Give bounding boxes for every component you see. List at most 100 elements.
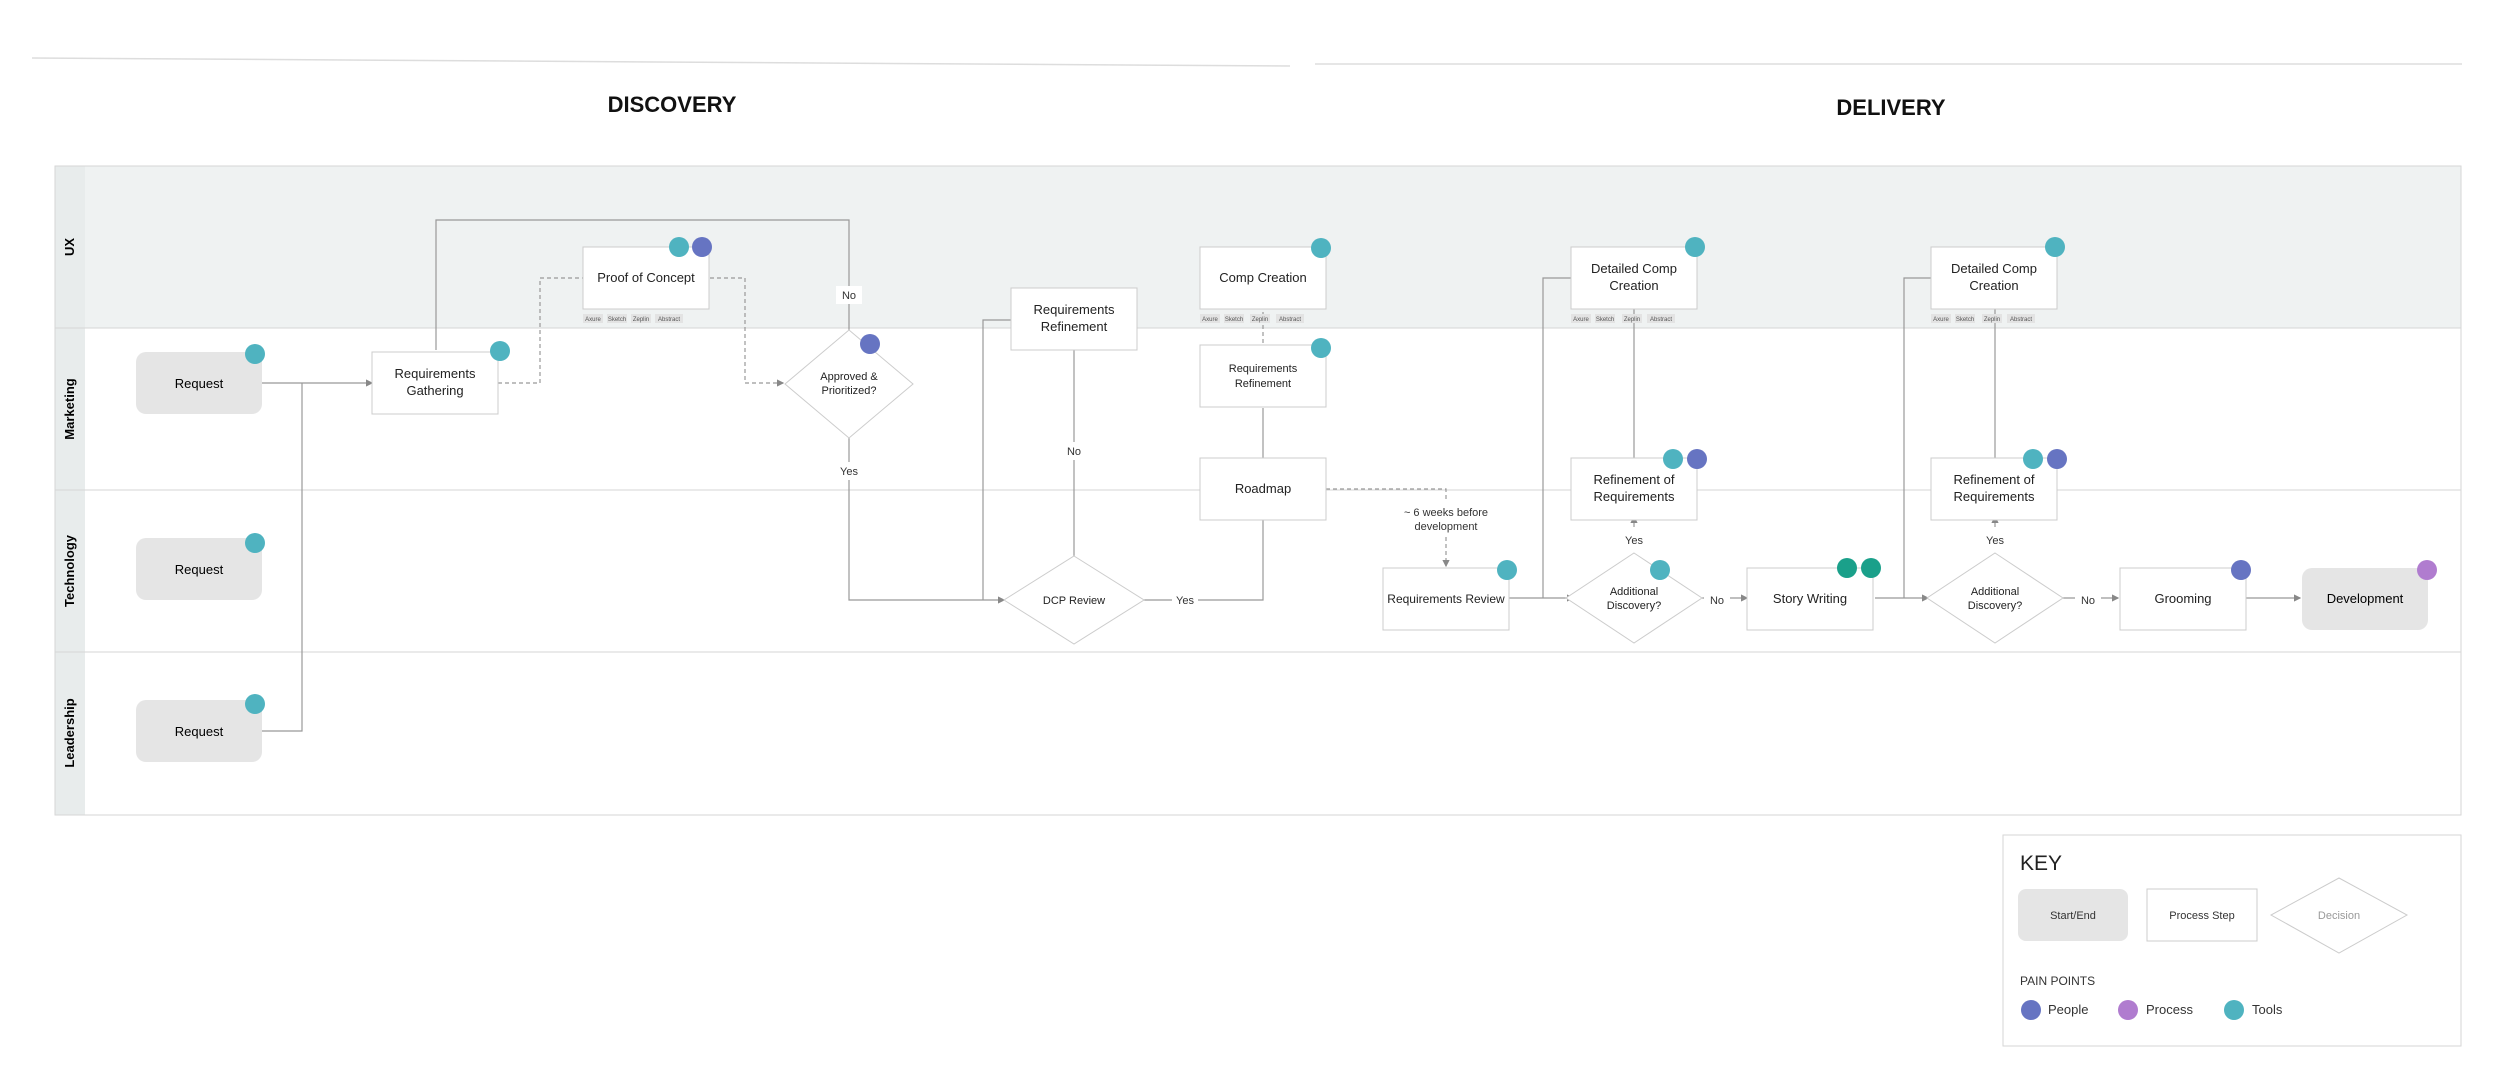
people-pain-point-dot[interactable] [2231,560,2251,580]
pain-point-markers [245,237,2437,714]
people-pain-point-dot[interactable] [692,237,712,257]
node-label: Request [175,376,224,391]
node-label-line2: Requirements [1594,489,1675,504]
tools-pain-point-dot[interactable] [245,694,265,714]
requirements-refinement-2-node[interactable]: Requirements Refinement [1199,344,1327,408]
discovery-divider [31,57,1291,67]
additional-discovery-2-decision[interactable]: Additional Discovery? [1926,552,2064,644]
request-leadership-node[interactable]: Request [136,700,262,762]
request-technology-node[interactable]: Request [136,538,262,600]
edge-label-yes: Yes [1986,535,2004,547]
connector [262,383,303,732]
label-bg [1384,500,1508,536]
requirements-refinement-1-node[interactable]: Requirements Refinement [1010,287,1138,351]
tools-pain-point-dot[interactable] [245,533,265,553]
tools-pain-point-dot[interactable] [2023,449,2043,469]
tool-tags-proof-of-concept: Axure Sketch Zeplin Abstract [583,314,683,323]
node-shape [1570,246,1698,310]
connector [848,438,1006,604]
node-label: Request [175,724,224,739]
tools-pain-point-dot[interactable] [2045,237,2065,257]
node-label: DCP Review [1043,595,1105,607]
people-pain-point-dot[interactable] [860,334,880,354]
tool-tag [631,314,651,323]
development-node[interactable]: Development [2302,568,2428,630]
node-shape [1010,287,1138,351]
comp-creation-node[interactable]: Comp Creation [1199,246,1327,310]
process-step-nodes: Requirements Gathering Proof of Concept … [371,246,2247,631]
tools-pain-point-dot[interactable] [1311,238,1331,258]
legend-pain-points-title: PAIN POINTS [2020,974,2095,988]
node-label: Grooming [2154,591,2211,606]
tools-pain-point-dot[interactable] [1663,449,1683,469]
node-label-line2: Gathering [406,383,463,398]
label-bg [836,462,862,480]
node-label-line2: Creation [1609,278,1658,293]
note-weeks-line2: development [1415,521,1478,533]
phase-title-discovery: DISCOVERY [608,92,737,117]
edge-label-yes: Yes [840,466,858,478]
tools-pain-point-dot[interactable] [245,344,265,364]
lane-label-leadership: Leadership [62,698,77,767]
lane-label-marketing: Marketing [62,378,77,439]
node-label: Development [2327,591,2404,606]
legend-people-dot [2021,1000,2041,1020]
tools-pain-point-dot[interactable] [1837,558,1857,578]
edge-label-yes: Yes [1176,595,1194,607]
tool-tag-label: Sketch [1225,317,1243,323]
tool-tag [1622,314,1642,323]
roadmap-node[interactable]: Roadmap [1199,457,1327,521]
dcp-review-decision[interactable]: DCP Review [1003,555,1145,645]
tool-tags-detailed-comp-1: Axure Sketch Zeplin Abstract [1571,314,1675,323]
node-label: Comp Creation [1219,270,1306,285]
people-pain-point-dot[interactable] [1687,449,1707,469]
label-bg [2075,591,2101,607]
edge-label-no: No [842,290,856,302]
tool-tag [2007,314,2035,323]
request-marketing-node[interactable]: Request [136,352,262,414]
tool-tag [1200,314,1220,323]
tool-tag [583,314,603,323]
approved-prioritized-decision[interactable]: Approved & Prioritized? [784,329,914,439]
tool-tag [1955,314,1975,323]
tool-tags-comp-creation: Axure Sketch Zeplin Abstract [1200,314,1304,323]
tool-tag-label: Axure [585,317,601,323]
legend-key: KEY Start/End Process Step Decision PAIN… [2002,834,2462,1047]
node-shape [1926,552,2064,644]
node-label-line2: Discovery? [1607,600,1661,612]
process-pain-point-dot[interactable] [2417,560,2437,580]
label-bg [1704,591,1730,607]
legend-tools-dot [2224,1000,2244,1020]
node-shape [582,246,710,310]
legend-process-label: Process [2146,1002,2193,1017]
connector [498,277,583,384]
tool-tag [655,314,683,323]
tools-pain-point-dot[interactable] [490,341,510,361]
tools-pain-point-dot[interactable] [1685,237,1705,257]
tool-tag-label: Axure [1573,317,1589,323]
people-pain-point-dot[interactable] [2047,449,2067,469]
tools-pain-point-dot[interactable] [1497,560,1517,580]
requirements-gathering-node[interactable]: Requirements Gathering [371,351,499,415]
story-writing-node[interactable]: Story Writing [1746,567,1874,631]
edge-labels: No Yes No Yes ~ 6 weeks before developme… [836,286,2101,607]
legend-process-dot [2118,1000,2138,1020]
tools-pain-point-dot[interactable] [1650,560,1670,580]
node-shape [136,538,262,600]
tools-pain-point-dot[interactable] [1861,558,1881,578]
label-bg [1172,591,1198,607]
detailed-comp-creation-1-node[interactable]: Detailed Comp Creation [1570,246,1698,310]
node-label-line2: Requirements [1954,489,2035,504]
legend-decision-label: Decision [2318,910,2360,922]
refinement-of-requirements-1-node[interactable]: Refinement of Requirements [1570,457,1698,521]
tool-tag [1224,314,1244,323]
detailed-comp-creation-2-node[interactable]: Detailed Comp Creation [1930,246,2058,310]
legend-tools-label: Tools [2252,1002,2283,1017]
tools-pain-point-dot[interactable] [1311,338,1331,358]
grooming-node[interactable]: Grooming [2119,567,2247,631]
node-label: Roadmap [1235,481,1291,496]
node-label-line1: Requirements [1034,302,1115,317]
tools-pain-point-dot[interactable] [669,237,689,257]
proof-of-concept-node[interactable]: Proof of Concept [582,246,710,310]
requirements-review-node[interactable]: Requirements Review [1382,567,1510,631]
